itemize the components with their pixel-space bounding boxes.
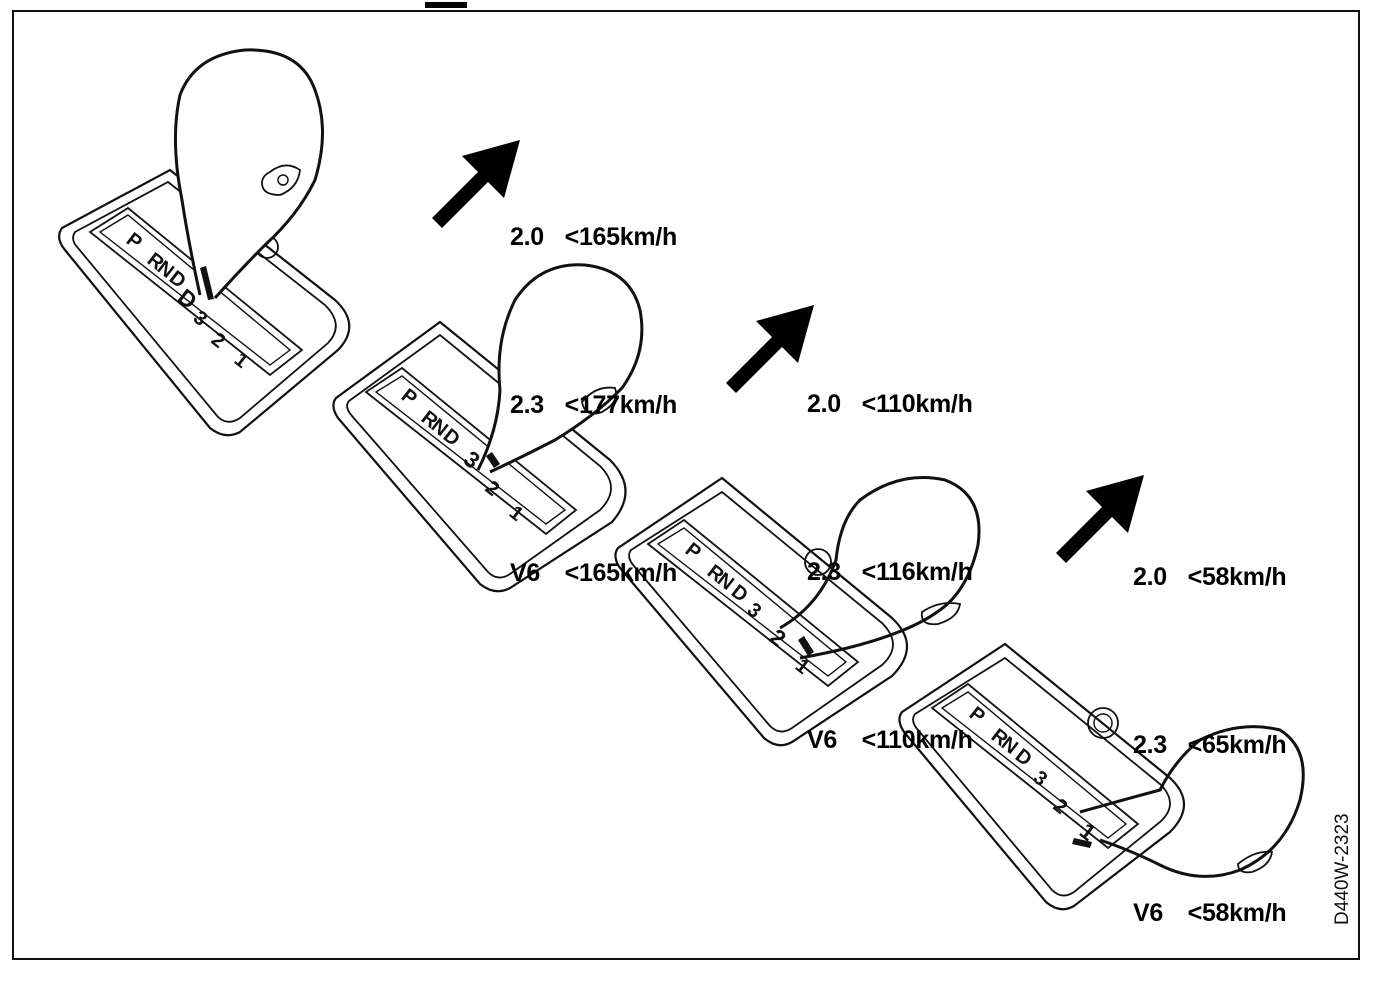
speed-row: 2.0 <58km/h: [1133, 549, 1287, 605]
svg-text:1: 1: [230, 349, 252, 373]
speed-limit: <58km/h: [1187, 563, 1287, 591]
engine-label: 2.0: [510, 223, 544, 251]
speed-limit: <116km/h: [861, 558, 973, 586]
speed-limit: <177km/h: [564, 391, 678, 419]
speed-row: V6 <58km/h: [1133, 885, 1287, 941]
down-arrow-icon: [1056, 475, 1144, 563]
speed-row: 2.3 <116km/h: [807, 544, 973, 600]
engine-label: V6: [1133, 899, 1163, 927]
gear-lever-icon: [476, 263, 644, 474]
speed-table-2: 2.0 <110km/h 2.3 <116km/h V6 <110km/h: [807, 264, 973, 824]
shift-diagram: P R N D D 3 2 1 P R N D 3 2 1: [58, 2, 1305, 911]
shift-unit-2: P R N D 3 2 1: [332, 263, 644, 593]
engine-label: 2.0: [1133, 563, 1167, 591]
down-arrow-icon: [726, 305, 814, 393]
engine-label: V6: [510, 559, 540, 587]
svg-text:2: 2: [765, 623, 791, 651]
speed-row: V6 <165km/h: [510, 545, 677, 601]
speed-row: 2.3 <65km/h: [1133, 717, 1287, 773]
svg-text:3: 3: [743, 599, 765, 623]
svg-text:P: P: [122, 229, 146, 255]
gear-lever-icon: [1072, 725, 1305, 878]
engine-label: 2.3: [510, 391, 544, 419]
speed-row: 2.3 <177km/h: [510, 377, 677, 433]
gear-lever-icon: [173, 48, 324, 300]
speed-row: 2.0 <110km/h: [807, 376, 973, 432]
speed-limit: <110km/h: [861, 390, 973, 418]
svg-text:3: 3: [189, 307, 211, 331]
speed-limit: <65km/h: [1187, 731, 1287, 759]
down-arrow-icon: [432, 140, 520, 228]
speed-limit: <165km/h: [564, 223, 678, 251]
speed-limit: <165km/h: [564, 559, 678, 587]
gear-lever-icon: [779, 476, 981, 660]
top-mark: [425, 2, 467, 8]
shift-unit-1: P R N D D 3 2 1: [58, 48, 351, 437]
speed-limit: <110km/h: [861, 726, 973, 754]
speed-row: 2.0 <165km/h: [510, 209, 677, 265]
speed-table-3: 2.0 <58km/h 2.3 <65km/h V6 <58km/h: [1133, 437, 1287, 997]
figure-code: D440W-2323: [1332, 813, 1353, 925]
engine-label: 2.0: [807, 390, 841, 418]
gate-labels-4: P R N D 3 2 1: [965, 703, 1101, 846]
engine-label: 2.3: [1133, 731, 1167, 759]
engine-label: 2.3: [807, 558, 841, 586]
engine-label: V6: [807, 726, 837, 754]
speed-table-1: 2.0 <165km/h 2.3 <177km/h V6 <165km/h: [510, 97, 677, 657]
figure-frame: [12, 10, 1360, 960]
speed-limit: <58km/h: [1187, 899, 1287, 927]
speed-row: V6 <110km/h: [807, 712, 973, 768]
